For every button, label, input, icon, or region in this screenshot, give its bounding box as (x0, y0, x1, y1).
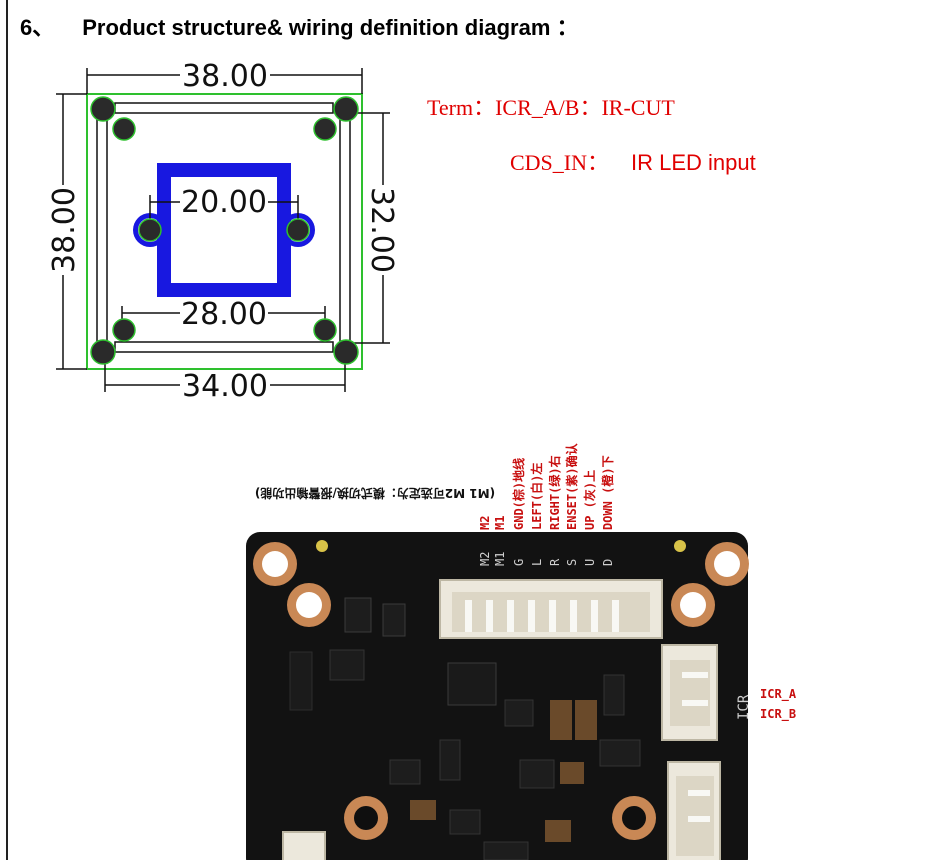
term-cds-line: CDS_IN： IR LED input (510, 145, 756, 177)
dim-bottom-label: 34.00 (182, 369, 268, 404)
section-heading: 6、 Product structure& wiring definition d… (20, 10, 579, 42)
small-connector (282, 831, 326, 860)
main-connector (439, 579, 663, 639)
dim-inner-bottom-label: 28.00 (181, 297, 267, 332)
svg-text:D: D (601, 559, 615, 566)
rail-bottom (114, 341, 334, 353)
icr-b-label: ICR_B (760, 707, 796, 722)
pin-label-enset: ENSET(紫)确认 (564, 442, 579, 530)
mechanical-drawing: 38.00 38.00 32.00 34.00 20.00 28.00 (46, 59, 400, 404)
pcb-silk-letters: M2 M1 G L R S U D (478, 552, 615, 566)
rail-top (114, 102, 334, 114)
pin-label-left: LEFT(白)左 (529, 463, 544, 530)
cds-connector (667, 761, 721, 860)
pin-label-m2: M2 (478, 516, 492, 530)
pin-label-m1: M1 (493, 516, 507, 530)
icr-connector (661, 644, 718, 741)
dim-right-label: 32.00 (364, 187, 399, 273)
lens-hole-right (286, 218, 310, 242)
svg-text:R: R (548, 558, 562, 566)
lens-hole-left (138, 218, 162, 242)
rail-left (96, 112, 108, 344)
pin-label-right: RIGHT(绿)右 (547, 455, 562, 530)
mounting-holes (90, 96, 359, 365)
svg-text:G: G (512, 559, 526, 566)
pcb-silk-icr: ICR (736, 694, 752, 720)
mode-note: (M1 M2可选定为：模式切换/报警输出功能) (255, 486, 495, 501)
pin-label-up: UP (灰)上 (582, 470, 597, 530)
pin-labels: M2 M1 GND(棕)地线 LEFT(白)左 RIGHT(绿)右 ENSET(… (478, 442, 615, 530)
svg-text:M1: M1 (493, 552, 507, 566)
dim-top-label: 38.00 (182, 59, 268, 94)
pcb-components (289, 597, 641, 860)
board-outline (86, 93, 363, 370)
pin-label-gnd: GND(棕)地线 (511, 458, 526, 530)
svg-text:M2: M2 (478, 552, 492, 566)
pin-label-down: DOWN (橙)下 (600, 455, 615, 530)
pcb-mounting-rings (253, 542, 749, 840)
term-icr-line: Term：ICR_A/B：IR-CUT (427, 95, 675, 120)
svg-text:U: U (583, 559, 597, 566)
board-illustration: (M1 M2可选定为：模式切换/报警输出功能) M2 M1 GND(棕)地线 L… (246, 442, 797, 860)
section-title: Product structure& wiring definition dia… (82, 15, 579, 40)
dim-left-label: 38.00 (47, 187, 82, 273)
lens-mount-frame (157, 163, 291, 297)
term-cds-key: CDS_IN： (510, 150, 610, 175)
svg-text:S: S (565, 559, 579, 566)
section-number: 6、 (20, 15, 55, 40)
left-border-rule (6, 0, 8, 860)
dim-inner-top-label: 20.00 (181, 185, 267, 220)
icr-a-label: ICR_A (760, 687, 797, 702)
rail-right (339, 112, 351, 344)
svg-text:L: L (530, 559, 544, 566)
term-cds-value: IR LED input (631, 150, 756, 175)
